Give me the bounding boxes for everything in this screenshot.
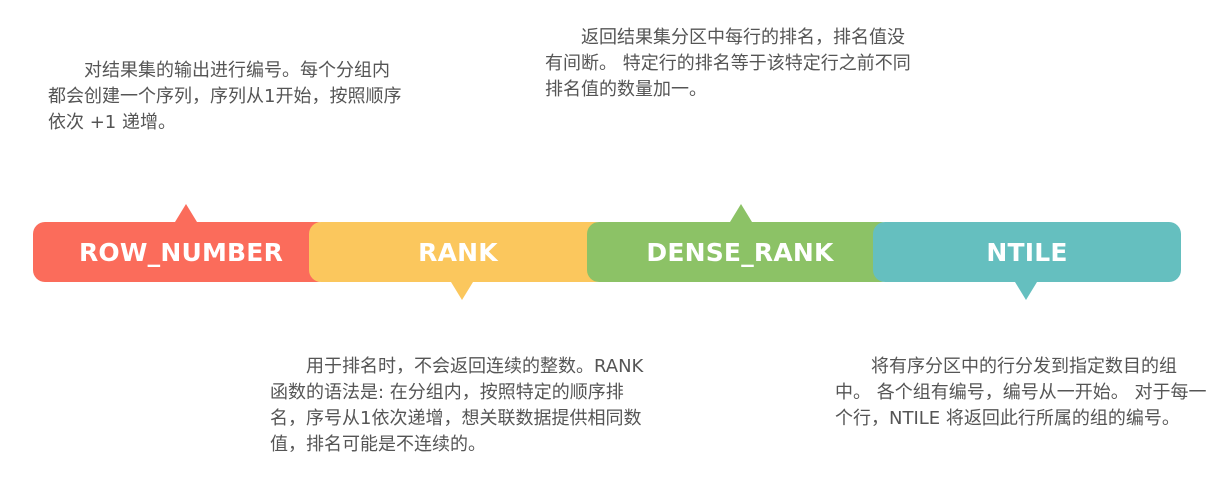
- dense-rank-description: 返回结果集分区中每行的排名，排名值没有间断。 特定行的排名等于该特定行之前不同排…: [545, 27, 911, 100]
- ntile-pointer: [1015, 282, 1037, 300]
- row-number-segment: ROW_NUMBER: [33, 222, 329, 282]
- rank-pointer: [451, 282, 473, 300]
- dense-rank-label: DENSE_RANK: [646, 237, 834, 267]
- dense-rank-segment: DENSE_RANK: [587, 222, 893, 282]
- ntile-label: NTILE: [986, 237, 1068, 267]
- ntile-segment: NTILE: [873, 222, 1181, 282]
- rank-description: 用于排名时，不会返回连续的整数。RANK函数的语法是: 在分组内，按照特定的顺序…: [270, 356, 644, 455]
- dense-rank-pointer: [730, 204, 752, 222]
- row-number-pointer: [175, 204, 197, 222]
- row-number-label: ROW_NUMBER: [78, 237, 284, 267]
- rank-label: RANK: [418, 237, 498, 267]
- ntile-description: 将有序分区中的行分发到指定数目的组中。 各个组有编号，编号从一开始。 对于每一个…: [835, 356, 1207, 429]
- rank-segment: RANK: [309, 222, 607, 282]
- row-number-description: 对结果集的输出进行编号。每个分组内都会创建一个序列，序列从1开始，按照顺序依次 …: [48, 60, 402, 133]
